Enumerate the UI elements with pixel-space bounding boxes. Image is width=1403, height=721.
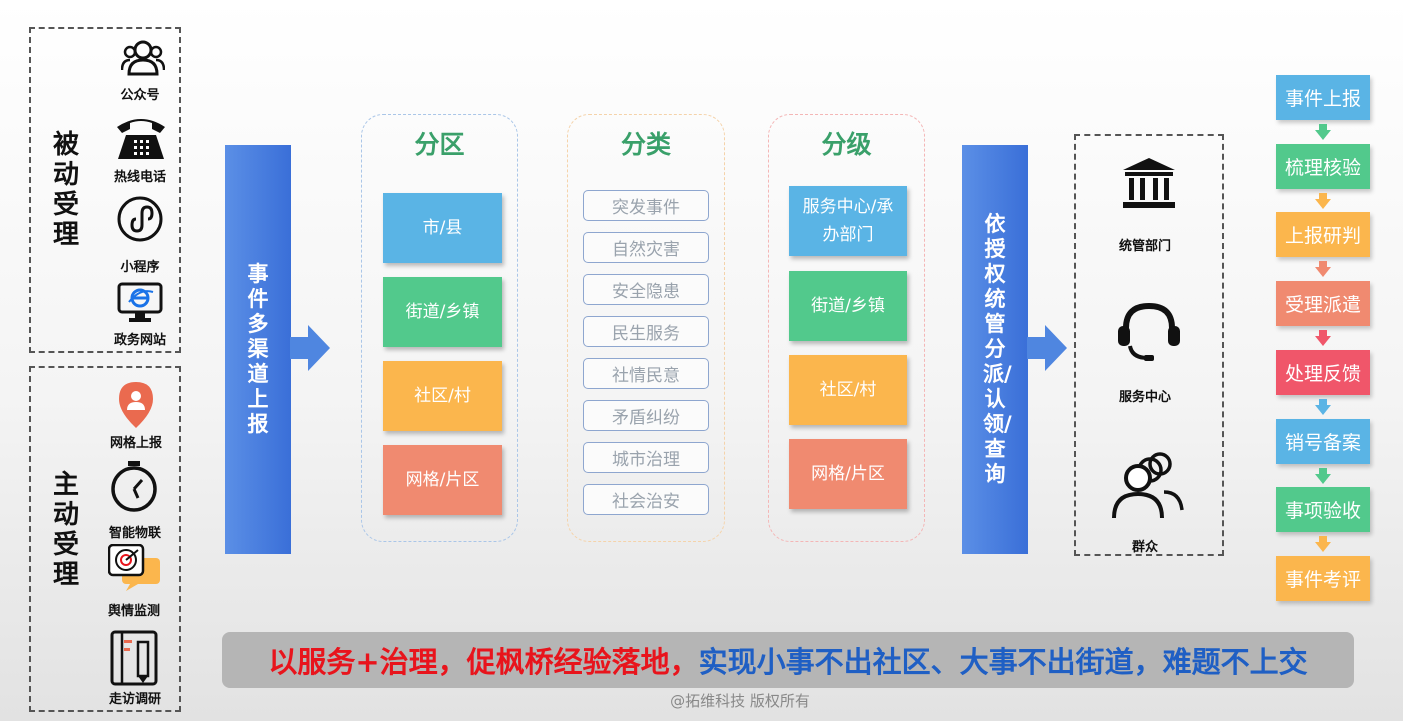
headset-icon — [1118, 302, 1180, 361]
down-arrow-icon — [1315, 267, 1331, 277]
channel-label-wechat: 公众号 — [120, 88, 160, 103]
crowd-icon — [1112, 452, 1184, 519]
passive-title: 被动受理 — [52, 130, 79, 250]
zone-tile: 街道/乡镇 — [383, 277, 502, 347]
active-title: 主动受理 — [52, 470, 79, 590]
down-arrow-icon — [1319, 330, 1327, 336]
flow-step: 受理派遣 — [1276, 281, 1370, 326]
channel-label-iot: 智能物联 — [108, 526, 161, 541]
channel-label-grid-report: 网格上报 — [109, 436, 162, 451]
down-arrow-icon — [1319, 261, 1327, 267]
channel-label-visit: 走访调研 — [108, 692, 161, 707]
category-chip: 安全隐患 — [583, 274, 709, 305]
passive-channels-box — [29, 27, 181, 353]
channel-label-miniprogram: 小程序 — [120, 260, 160, 275]
category-chip: 突发事件 — [583, 190, 709, 221]
down-arrow-icon — [1319, 399, 1327, 405]
down-arrow-icon — [1315, 474, 1331, 484]
down-arrow-icon — [1315, 199, 1331, 209]
flow-step: 处理反馈 — [1276, 350, 1370, 395]
slogan-part2: 实现小事不出社区、大事不出街道，难题不上交 — [698, 645, 1308, 679]
channel-label-hotline: 热线电话 — [113, 170, 166, 185]
zone-title: 分区 — [414, 130, 465, 159]
stopwatch-icon — [111, 461, 157, 512]
zone-tile: 市/县 — [383, 193, 502, 263]
grade-tile: 网格/片区 — [789, 439, 907, 509]
down-arrow-icon — [1319, 536, 1327, 542]
dispatch-bar: 依授权统管分派/认领/查询 — [962, 145, 1028, 554]
ie-monitor-icon — [117, 282, 163, 322]
right-arrow-icon — [290, 325, 330, 371]
flow-step: 事件考评 — [1276, 556, 1370, 601]
copyright-footer: @拓维科技 版权所有 — [670, 692, 810, 710]
category-chip: 自然灾害 — [583, 232, 709, 263]
dispatch-bar-label: 依授权统管分派/认领/查询 — [983, 212, 1012, 486]
channel-label-gov-site: 政务网站 — [113, 333, 166, 348]
grade-title: 分级 — [821, 130, 872, 159]
category-chip: 矛盾纠纷 — [583, 400, 709, 431]
down-arrow-icon — [1315, 130, 1331, 140]
target-label-service-center: 服务中心 — [1118, 390, 1171, 405]
zone-tile: 网格/片区 — [383, 445, 502, 515]
government-building-icon — [1123, 158, 1175, 208]
target-label-department: 统管部门 — [1118, 239, 1171, 254]
down-arrow-icon — [1319, 193, 1327, 199]
intake-bar-label: 事件多渠道上报 — [247, 262, 269, 436]
category-title: 分类 — [620, 130, 671, 159]
down-arrow-icon — [1315, 405, 1331, 415]
notebook-pen-icon — [110, 630, 158, 686]
channel-label-opinion: 舆情监测 — [107, 604, 160, 619]
grade-column: 分级 — [768, 114, 925, 542]
down-arrow-icon — [1319, 468, 1327, 474]
grade-tile: 社区/村 — [789, 355, 907, 425]
grade-tile: 服务中心/承办部门 — [789, 186, 907, 256]
wechat-users-icon — [121, 40, 165, 76]
category-chip: 城市治理 — [583, 442, 709, 473]
down-arrow-icon — [1315, 336, 1331, 346]
zone-tile: 社区/村 — [383, 361, 502, 431]
flow-step: 事项验收 — [1276, 487, 1370, 532]
grade-tile: 街道/乡镇 — [789, 271, 907, 341]
target-label-public: 群众 — [1131, 540, 1158, 555]
zone-column: 分区 — [361, 114, 518, 542]
target-chat-icon — [108, 544, 160, 591]
flow-step: 销号备案 — [1276, 419, 1370, 464]
flow-step: 梳理核验 — [1276, 144, 1370, 189]
right-arrow-icon — [1027, 325, 1067, 371]
slogan-banner: 以服务+治理，促枫桥经验落地， 实现小事不出社区、大事不出街道，难题不上交 — [222, 632, 1354, 688]
telephone-icon — [117, 119, 165, 159]
category-chip: 社会治安 — [583, 484, 709, 515]
mini-program-icon — [117, 196, 163, 242]
location-pin-icon — [119, 382, 153, 428]
category-chip: 民生服务 — [583, 316, 709, 347]
targets-box — [1074, 134, 1224, 556]
flow-step: 事件上报 — [1276, 75, 1370, 120]
active-channels-box — [29, 366, 181, 712]
intake-bar: 事件多渠道上报 — [225, 145, 291, 554]
down-arrow-icon — [1315, 542, 1331, 552]
category-column: 分类 — [567, 114, 725, 542]
down-arrow-icon — [1319, 124, 1327, 130]
category-chip: 社情民意 — [583, 358, 709, 389]
flow-step: 上报研判 — [1276, 212, 1370, 257]
slogan-part1: 以服务+治理，促枫桥经验落地， — [268, 645, 699, 679]
